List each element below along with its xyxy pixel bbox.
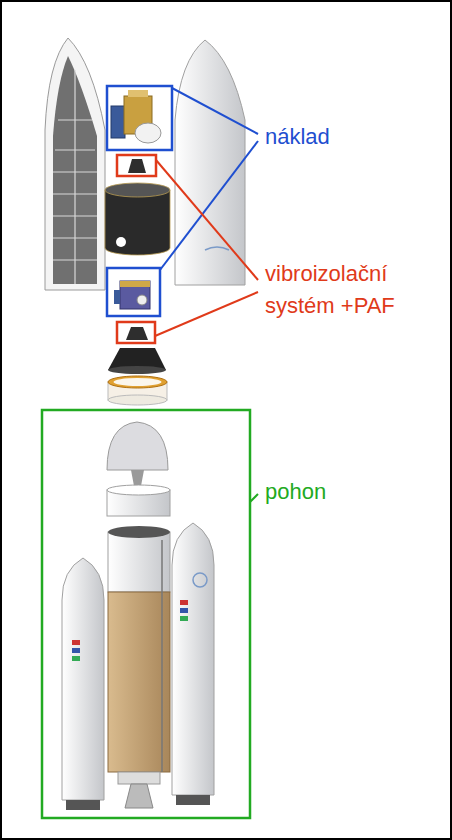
core-pipe xyxy=(161,540,163,772)
ring-hole xyxy=(114,378,162,386)
leader-line xyxy=(156,160,258,280)
solar-panel xyxy=(111,106,125,138)
panel-line xyxy=(55,149,95,150)
leader-line xyxy=(160,141,258,270)
fairing-panels xyxy=(53,70,97,284)
antenna-dish xyxy=(137,295,147,305)
panel-line xyxy=(53,215,97,216)
panel-line xyxy=(53,193,97,194)
ring-top xyxy=(108,376,167,388)
adapter-cone xyxy=(126,327,148,340)
core-opening xyxy=(108,526,170,538)
solar-panel xyxy=(114,290,120,304)
booster xyxy=(172,523,214,795)
flag xyxy=(72,640,80,645)
fairing-half xyxy=(45,38,105,290)
ring-base xyxy=(108,395,167,405)
panel-line xyxy=(74,70,75,284)
leader-line xyxy=(250,494,258,502)
satellite-top xyxy=(128,90,148,97)
booster-nozzle xyxy=(176,795,210,805)
porthole xyxy=(116,237,126,247)
isolation-box xyxy=(117,155,156,176)
satellite-body xyxy=(120,281,150,309)
isolation-box xyxy=(117,322,155,343)
leader-line xyxy=(155,292,258,336)
part-label: pohon xyxy=(265,476,415,508)
core-nozzle xyxy=(125,784,153,808)
upper-stage-engine xyxy=(131,470,144,486)
panel-line xyxy=(53,237,97,238)
panel-line xyxy=(58,119,92,120)
panel-line xyxy=(53,171,97,172)
panel-line xyxy=(53,259,97,260)
leader-line xyxy=(172,88,258,134)
booster-nozzle xyxy=(66,800,100,810)
flag xyxy=(72,656,80,661)
propulsion-box xyxy=(42,410,250,818)
cone-base xyxy=(108,366,166,374)
antenna-dish xyxy=(135,123,161,143)
booster-logo xyxy=(193,573,207,587)
flag xyxy=(180,608,188,613)
fairing-half xyxy=(175,40,245,285)
upper-stage-dome xyxy=(107,422,168,470)
payload-box xyxy=(107,268,160,316)
core-stage xyxy=(108,592,170,772)
part-label: náklad xyxy=(265,121,415,153)
cylinder-top xyxy=(107,485,170,495)
part-label: vibroizolační systém +PAF xyxy=(265,258,441,322)
flag xyxy=(180,616,188,621)
flag xyxy=(180,600,188,605)
flag xyxy=(72,648,80,653)
payload-box xyxy=(107,86,172,150)
core-skirt xyxy=(118,772,160,784)
fairing-inner xyxy=(53,56,97,284)
adapter-cone xyxy=(128,159,146,173)
fairing-logo xyxy=(205,247,229,250)
booster xyxy=(62,558,104,800)
sylda-top xyxy=(105,183,170,197)
core-top xyxy=(108,532,170,592)
sylda-cylinder xyxy=(105,190,170,255)
satellite-band xyxy=(120,281,150,287)
